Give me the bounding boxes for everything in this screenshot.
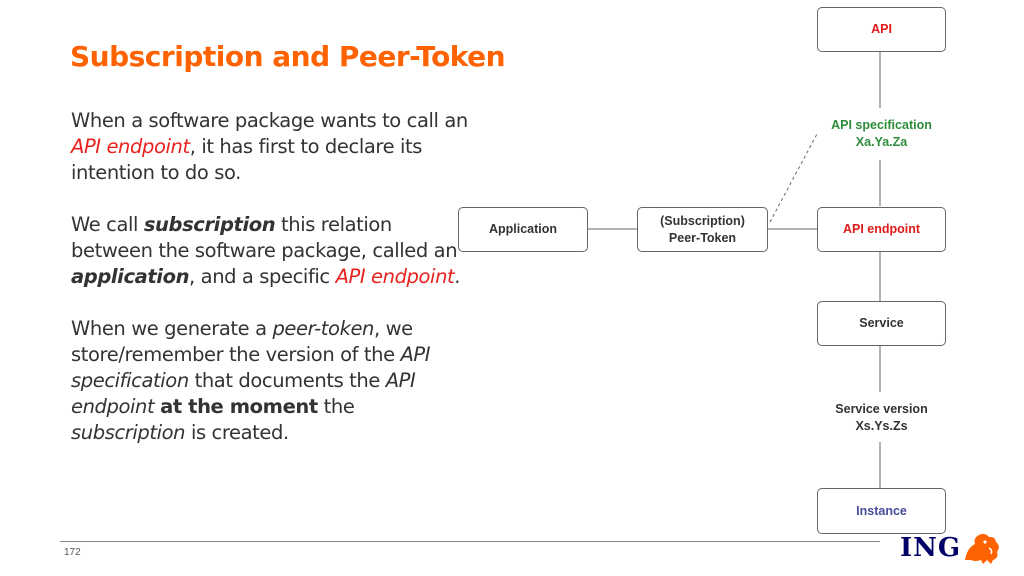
lion-icon (965, 533, 999, 564)
api-endpoint-box: API endpoint (817, 207, 946, 252)
paragraph-3: When we generate a peer-token, we store/… (71, 316, 471, 446)
text-run: is created. (185, 421, 289, 444)
text-run: API endpoint (71, 135, 190, 158)
service-version-number: Xs.Ys.Zs (855, 419, 908, 433)
text-run: that documents the (188, 369, 386, 392)
footer-divider (60, 541, 880, 542)
text-run: . (454, 265, 461, 288)
text-run: peer-token (272, 317, 375, 340)
api-endpoint-label: API endpoint (842, 222, 921, 236)
text-run: application (71, 265, 190, 288)
text-run: the (317, 395, 355, 418)
text-run: subscription (71, 421, 186, 444)
text-run: , we store/remember the version of the (71, 317, 413, 366)
logo-wordmark: ING (900, 533, 962, 563)
text-run: API specification (71, 343, 431, 392)
api-spec-version: Xa.Ya.Za (855, 135, 908, 149)
api-spec-label: API specification (831, 118, 932, 132)
ing-logo: ING (900, 530, 1003, 566)
paragraph-2: We call subscription this relation betwe… (71, 212, 471, 290)
instance-label: Instance (856, 503, 907, 518)
text-run: API endpoint (71, 369, 416, 418)
application-label: Application (488, 222, 558, 236)
text-run: When we generate a (71, 317, 273, 340)
api-specification-node: API specification Xa.Ya.Za (817, 110, 946, 158)
api-label: API (871, 22, 892, 36)
page-number: 172 (64, 547, 81, 558)
subscription-label: (Subscription) (660, 213, 745, 228)
text-run: this relation between the software packa… (71, 213, 458, 262)
paragraph-1: When a software package wants to call an… (71, 108, 471, 186)
text-run: , it has first to declare its intention … (71, 135, 422, 184)
text-run: When a software package wants to call an (71, 109, 468, 132)
service-label: Service (859, 316, 904, 330)
text-run: API endpoint (335, 265, 455, 288)
page-title: Subscription and Peer-Token (70, 40, 506, 73)
text-run: , and a specific (189, 265, 336, 288)
peer-token-label: Peer-Token (668, 230, 737, 245)
text-run: subscription (143, 213, 276, 236)
body-text: When a software package wants to call an… (71, 108, 471, 472)
instance-box: Instance (817, 488, 946, 534)
service-version-label: Service version (835, 402, 928, 416)
text-run: at the moment (160, 395, 318, 418)
api-box: API (817, 7, 946, 52)
connector-subscription-spec-dashed (769, 133, 818, 223)
application-box: Application (458, 207, 588, 252)
service-version-node: Service version Xs.Ys.Zs (817, 394, 946, 442)
text-run: We call (71, 213, 144, 236)
service-box: Service (817, 301, 946, 346)
subscription-box: (Subscription) Peer-Token (637, 207, 768, 252)
